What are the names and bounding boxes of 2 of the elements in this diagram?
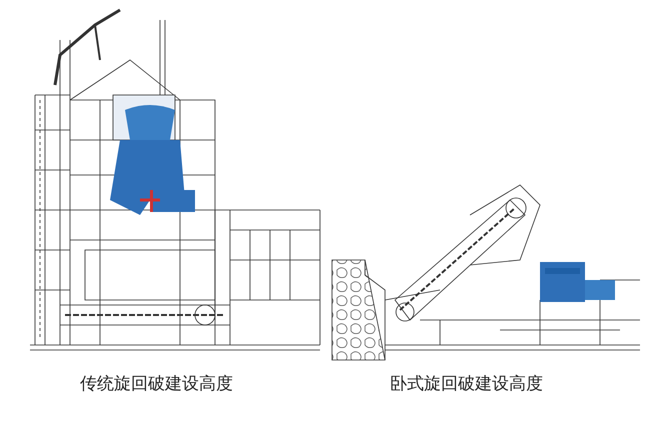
horizontal-height-caption: 卧式旋回破建设高度 bbox=[390, 373, 543, 395]
conventional-height-caption: 传统旋回破建设高度 bbox=[80, 373, 233, 395]
